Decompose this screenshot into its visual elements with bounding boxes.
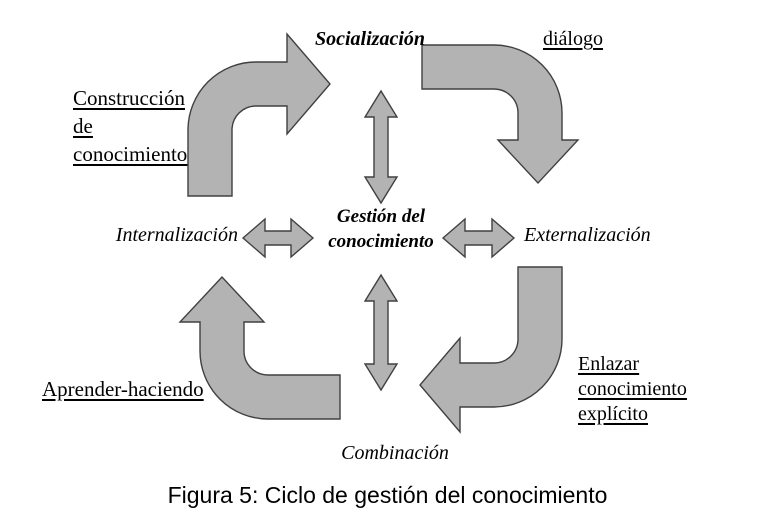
double-headed-arrow-vertical-bottom-icon: [363, 273, 399, 392]
annotation-enlazar-conocimiento-explicito: Enlazar conocimiento explícito: [578, 352, 687, 427]
annotation-line: Enlazar: [578, 353, 640, 375]
annotation-construccion-de-conocimiento: Construcción de conocimiento: [73, 84, 187, 168]
annotation-line: de: [73, 114, 93, 138]
annotation-line: conocimiento: [578, 378, 687, 400]
center-label-line: Gestión del: [336, 206, 426, 227]
annotation-aprender-haciendo: Aprender-haciendo: [42, 377, 204, 401]
node-label-socializacion: Socialización: [314, 28, 425, 50]
double-headed-arrow-horizontal-right-icon: [441, 217, 516, 259]
annotation-dialogo: diálogo: [543, 28, 603, 50]
bent-arrow-right-down-icon: [421, 44, 580, 185]
annotation-line: conocimiento: [73, 142, 188, 166]
double-headed-arrow-horizontal-left-icon: [241, 217, 315, 259]
node-label-combinacion: Combinación: [341, 442, 449, 464]
bent-arrow-up-right-icon: [187, 32, 331, 197]
center-label-line: conocimiento: [328, 231, 434, 252]
node-label-externalizacion: Externalización: [524, 224, 651, 246]
center-label-gestion-del-conocimiento: Gestión del conocimiento: [303, 204, 459, 254]
bent-arrow-down-left-icon: [419, 266, 563, 434]
annotation-line: explícito: [578, 403, 648, 425]
double-headed-arrow-vertical-top-icon: [363, 89, 399, 205]
figure-caption: Figura 5: Ciclo de gestión del conocimie…: [167, 482, 608, 508]
node-label-internalizacion: Internalización: [115, 224, 238, 246]
bent-arrow-left-up-icon: [178, 275, 341, 420]
annotation-line: Construcción: [73, 86, 185, 110]
